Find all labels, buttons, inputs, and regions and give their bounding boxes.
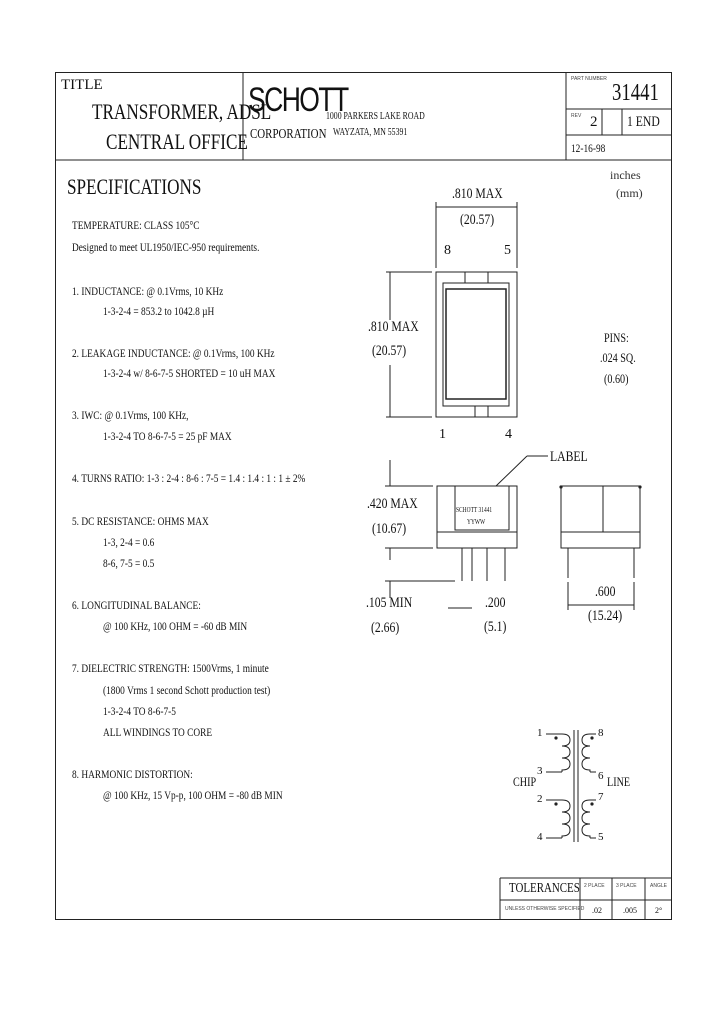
tol-col2-head: 3 PLACE <box>616 883 637 889</box>
polarity-dot-8 <box>590 736 594 740</box>
pins-size-mm: (0.60) <box>604 371 629 386</box>
pin-pitch-dim: .200 <box>485 595 506 611</box>
spec-7-value-1: (1800 Vrms 1 second Schott production te… <box>103 683 271 697</box>
end-view-pin-marker-right <box>638 485 642 489</box>
schem-chip-label: CHIP <box>513 774 537 789</box>
label-callout: LABEL <box>550 449 588 465</box>
spec-temperature: TEMPERATURE: CLASS 105°C <box>72 218 200 232</box>
top-view-core <box>445 288 507 400</box>
pin-1-label: 1 <box>439 427 446 442</box>
company-address-line2: WAYZATA, MN 55391 <box>333 127 408 138</box>
schem-pin-2: 2 <box>537 793 543 805</box>
company-subtitle: CORPORATION <box>250 127 327 142</box>
schem-pin-7: 7 <box>598 791 604 803</box>
standoff-dim: .105 MIN <box>366 595 413 611</box>
tolerances-subtitle: UNLESS OTHERWISE SPECIFIED <box>505 906 585 912</box>
spec-7-value-2: 1-3-2-4 TO 8-6-7-5 <box>103 704 176 718</box>
tol-col1-value: .02 <box>592 906 602 915</box>
polarity-dot-7 <box>590 802 594 806</box>
top-height-dim-mm: (20.57) <box>372 343 407 359</box>
spec-5-value-1: 1-3, 2-4 = 0.6 <box>103 535 155 549</box>
schem-line-label: LINE <box>607 774 631 789</box>
company-logo: SCHOTT <box>248 81 349 119</box>
polarity-dot-1 <box>554 736 558 740</box>
part-number-label: PART NUMBER <box>571 76 607 82</box>
standoff-dim-mm: (2.66) <box>371 620 400 636</box>
side-height-dim-mm: (10.67) <box>372 521 407 537</box>
schem-pin-6: 6 <box>598 770 604 782</box>
spec-3-title: 3. IWC: @ 0.1Vrms, 100 KHz, <box>72 408 189 422</box>
schem-pin-5: 5 <box>598 831 604 843</box>
schem-pin-3: 3 <box>537 765 543 777</box>
pin-5-label: 5 <box>504 243 511 258</box>
tol-col3-head: ANGLE <box>650 883 667 889</box>
spec-6-value: @ 100 KHz, 100 OHM = -60 dB MIN <box>103 619 248 633</box>
pin-8-label: 8 <box>444 243 451 258</box>
spec-2-value: 1-3-2-4 w/ 8-6-7-5 SHORTED = 10 uH MAX <box>103 366 276 380</box>
schem-pin-4: 4 <box>537 831 543 843</box>
top-height-dim: .810 MAX <box>368 319 419 335</box>
rev-value: 2 <box>590 114 598 130</box>
drawing-title-line1: TRANSFORMER, ADSL <box>92 99 272 124</box>
primary-coil-top <box>561 733 571 772</box>
title-label: TITLE <box>61 77 103 93</box>
top-width-dim: .810 MAX <box>452 186 503 202</box>
spec-3-value: 1-3-2-4 TO 8-6-7-5 = 25 pF MAX <box>103 429 232 443</box>
label-leader <box>495 455 528 487</box>
schem-pin-8: 8 <box>598 727 604 739</box>
label-text-part: SCHOTT 31441 <box>456 506 493 514</box>
secondary-coil-bottom <box>581 799 591 838</box>
units-inches: inches <box>610 168 641 182</box>
specifications-heading: SPECIFICATIONS <box>67 174 202 199</box>
spec-8-value: @ 100 KHz, 15 Vp-p, 100 OHM = -80 dB MIN <box>103 788 283 802</box>
row-spacing-dim-mm: (15.24) <box>588 608 623 624</box>
spec-1-value: 1-3-2-4 = 853.2 to 1042.8 µH <box>103 304 215 318</box>
tol-col3-value: 2° <box>655 906 663 915</box>
spec-6-title: 6. LONGITUDINAL BALANCE: <box>72 598 201 612</box>
polarity-dot-2 <box>554 802 558 806</box>
sheet-value: 1 END <box>627 114 660 130</box>
top-view-bobbin <box>442 282 510 407</box>
pins-size: .024 SQ. <box>600 350 636 365</box>
spec-8-title: 8. HARMONIC DISTORTION: <box>72 767 193 781</box>
pin-4-label: 4 <box>505 427 512 442</box>
top-view-body <box>435 271 518 418</box>
tolerances-title: TOLERANCES <box>509 881 580 896</box>
spec-7-value-3: ALL WINDINGS TO CORE <box>103 725 213 739</box>
tol-col2-value: .005 <box>623 906 637 915</box>
schem-pin-1: 1 <box>537 727 543 739</box>
part-number: 31441 <box>612 80 659 106</box>
spec-standard: Designed to meet UL1950/IEC-950 requirem… <box>72 240 260 254</box>
rev-label: REV <box>571 113 582 119</box>
end-view-body <box>560 485 641 533</box>
secondary-coil-top <box>581 733 591 772</box>
top-width-dim-mm: (20.57) <box>460 212 495 228</box>
spec-4-title: 4. TURNS RATIO: 1-3 : 2-4 : 8-6 : 7-5 = … <box>72 471 306 485</box>
drawing-date: 12-16-98 <box>571 141 606 155</box>
spec-7-title: 7. DIELECTRIC STRENGTH: 1500Vrms, 1 minu… <box>72 661 269 675</box>
side-view-base <box>436 531 518 549</box>
primary-coil-bottom <box>561 799 571 838</box>
spec-1-title: 1. INDUCTANCE: @ 0.1Vrms, 10 KHz <box>72 284 224 298</box>
label-text-date-code: YYWW <box>467 518 486 526</box>
units-mm: (mm) <box>616 186 643 200</box>
spec-5-value-2: 8-6, 7-5 = 0.5 <box>103 556 155 570</box>
side-view-label-area <box>454 485 510 531</box>
end-view-pin-marker-left <box>559 485 563 489</box>
company-address-line1: 1000 PARKERS LAKE ROAD <box>326 111 425 122</box>
spec-5-title: 5. DC RESISTANCE: OHMS MAX <box>72 514 209 528</box>
spec-2-title: 2. LEAKAGE INDUCTANCE: @ 0.1Vrms, 100 KH… <box>72 346 275 360</box>
side-height-dim: .420 MAX <box>367 496 418 512</box>
drawing-frame <box>55 72 672 920</box>
drawing-title-line2: CENTRAL OFFICE <box>106 129 248 154</box>
pin-pitch-dim-mm: (5.1) <box>484 619 507 635</box>
row-spacing-dim: .600 <box>595 584 616 600</box>
pins-label: PINS: <box>604 330 629 345</box>
tol-col1-head: 2 PLACE <box>584 883 605 889</box>
end-view-base <box>560 531 641 549</box>
